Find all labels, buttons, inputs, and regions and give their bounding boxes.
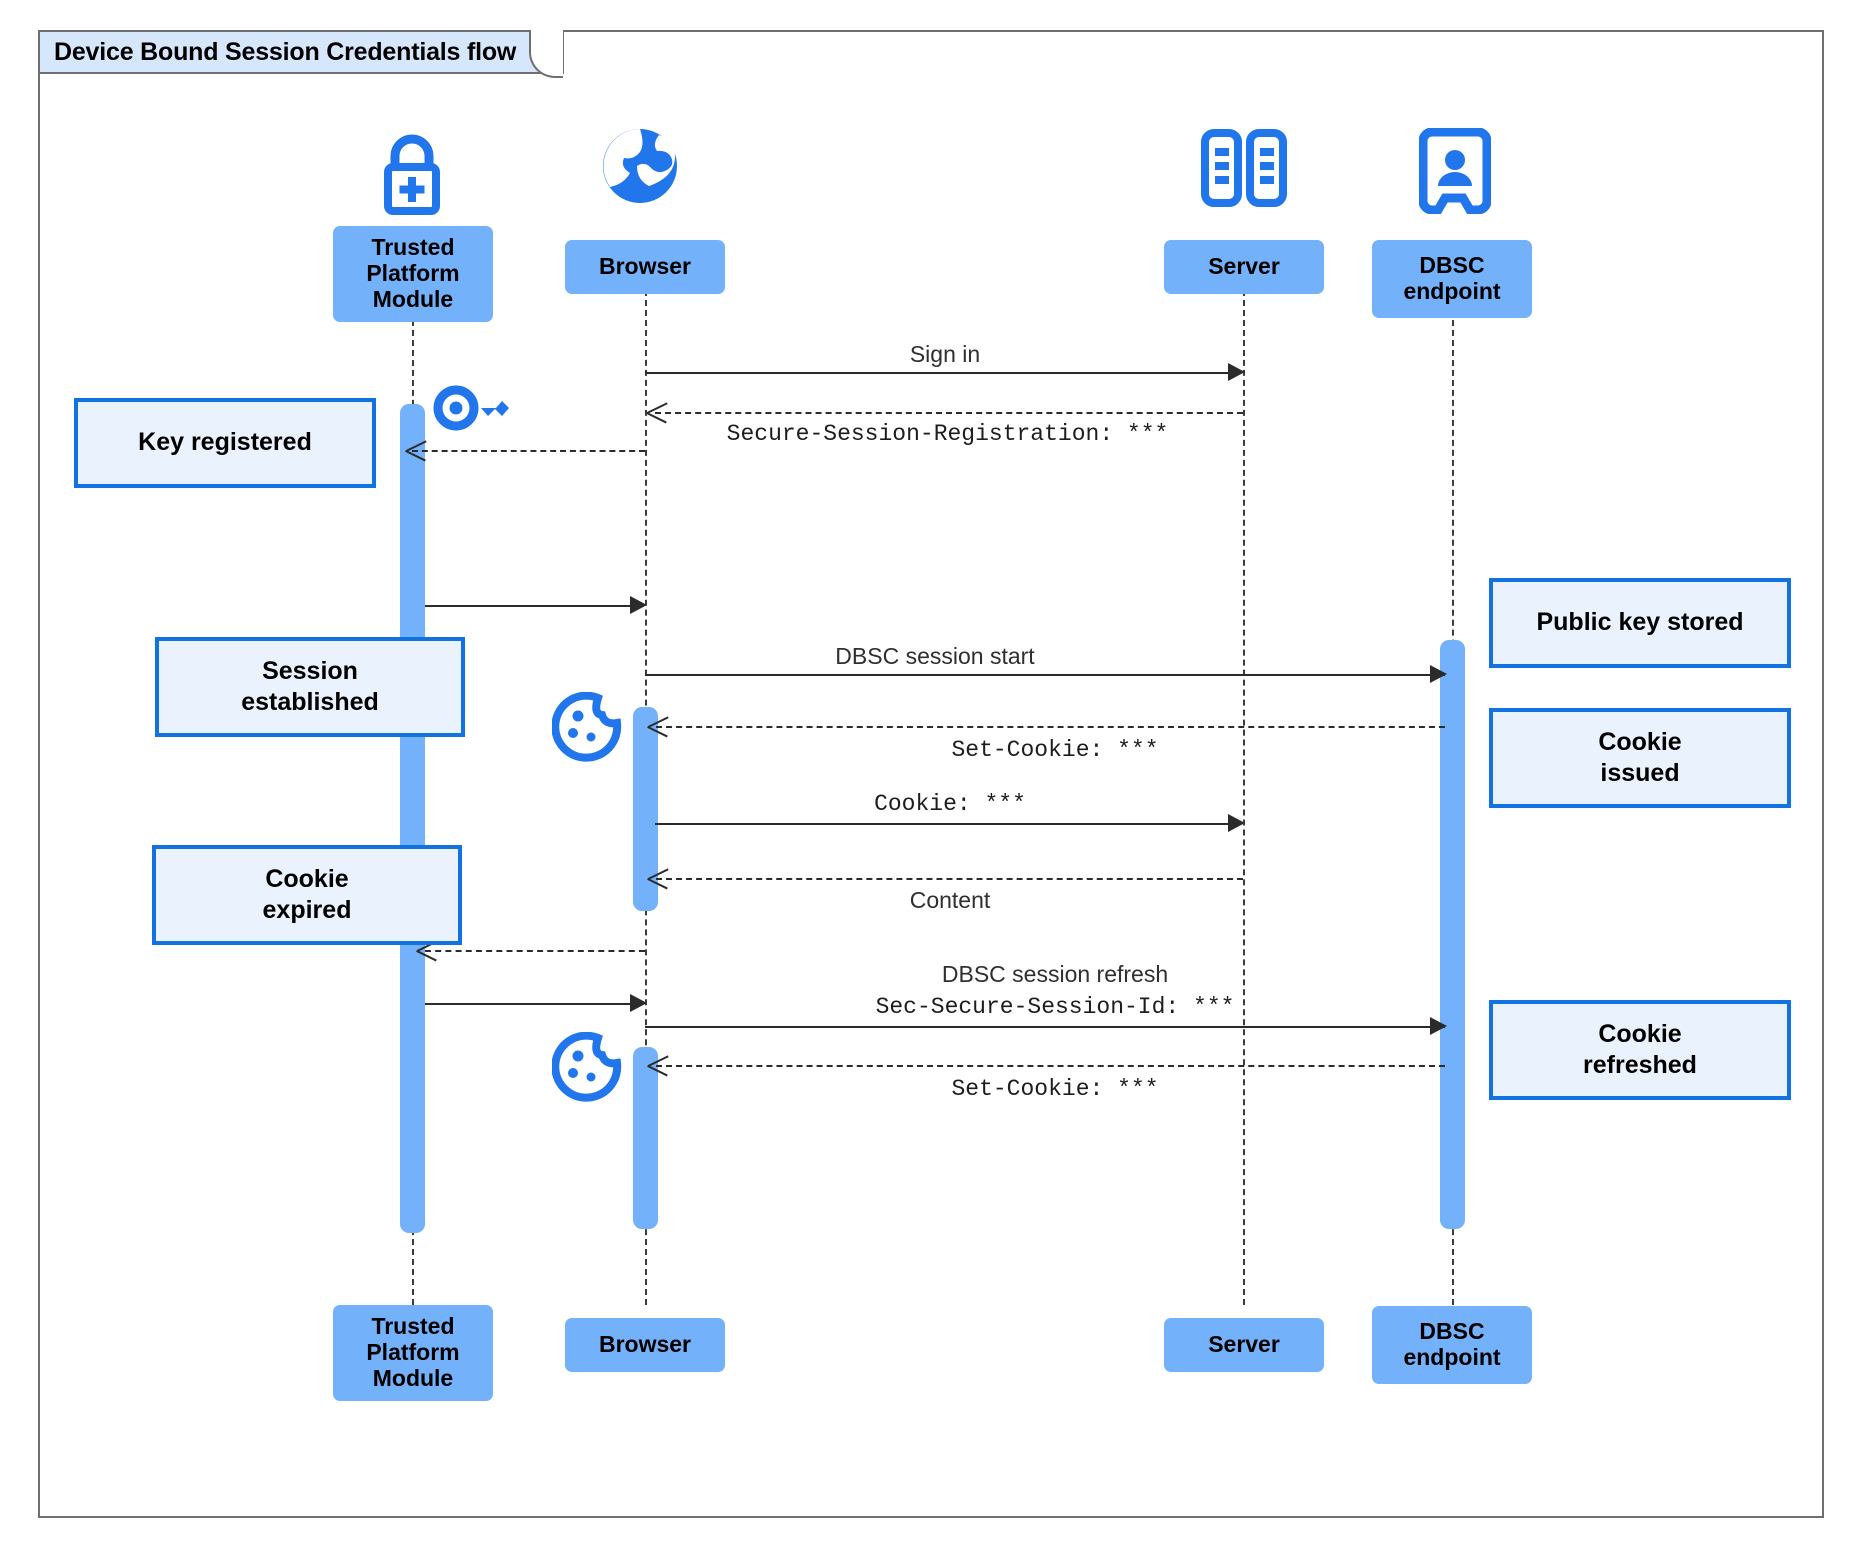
diagram-title-tab: Device Bound Session Credentials flow	[38, 30, 565, 78]
message-arrowhead-set-cookie-1	[648, 716, 667, 736]
message-label-cookie: Cookie: ***	[874, 791, 1026, 817]
padlock-plus-icon	[368, 128, 456, 216]
participant-tpm-line2: Platform	[366, 260, 460, 287]
participant-server-label: Server	[1208, 253, 1280, 280]
participant-dbsc-bottom-line1: DBSC	[1419, 1318, 1485, 1345]
message-arrowhead-register-key-to-tpm	[406, 440, 425, 460]
note-cookie-refreshed-line2: refreshed	[1583, 1051, 1697, 1079]
note-session-established-line2: established	[241, 688, 379, 716]
message-arrowhead-content	[648, 868, 667, 888]
server-rack-icon	[1198, 128, 1290, 208]
participant-browser-bottom-label: Browser	[598, 1331, 692, 1358]
note-cookie-expired: Cookie expired	[152, 845, 462, 945]
globe-icon	[598, 124, 682, 208]
activation-tpm	[400, 404, 425, 1233]
message-arrowhead-cookie	[1228, 814, 1245, 832]
note-cookie-refreshed: Cookie refreshed	[1489, 1000, 1791, 1100]
cookie-icon	[551, 1031, 622, 1102]
note-cookie-expired-line2: expired	[262, 896, 352, 924]
activation-dbsc-1	[1440, 640, 1465, 1229]
message-label-sign-in: Sign in	[909, 341, 981, 367]
message-line-dbsc-session-start	[645, 674, 1445, 676]
message-arrowhead-dbsc-session-refresh	[1430, 1017, 1447, 1035]
message-line-cookie	[655, 823, 1237, 825]
message-label-set-cookie-2: Set-Cookie: ***	[951, 1076, 1159, 1102]
message-arrowhead-set-cookie-2	[648, 1055, 667, 1075]
participant-tpm-bottom-line2: Platform	[366, 1339, 460, 1366]
message-line-set-cookie-1	[656, 726, 1445, 728]
note-session-established: Session established	[155, 637, 465, 737]
message-line-tpm-to-browser-refresh	[425, 1003, 637, 1005]
note-public-key-stored-text: Public key stored	[1536, 608, 1744, 637]
title-tab-notch	[529, 30, 564, 78]
participant-server-top[interactable]: Server	[1164, 240, 1324, 294]
message-arrowhead-tpm-to-browser-key	[630, 596, 647, 614]
message-line-dbsc-session-refresh	[645, 1026, 1445, 1028]
note-key-registered: Key registered	[74, 398, 376, 488]
key-icon	[432, 380, 516, 436]
message-line-content	[656, 878, 1243, 880]
participant-tpm-bottom[interactable]: Trusted Platform Module	[333, 1305, 493, 1401]
message-label-dbsc-session-start: DBSC session start	[835, 643, 1035, 669]
participant-tpm-top[interactable]: Trusted Platform Module	[333, 226, 493, 322]
participant-tpm-bottom-line1: Trusted	[371, 1313, 455, 1340]
cookie-icon	[551, 691, 622, 762]
message-line-register-key-to-tpm	[412, 450, 645, 452]
participant-browser-bottom[interactable]: Browser	[565, 1318, 725, 1372]
note-cookie-issued-line1: Cookie	[1598, 727, 1682, 756]
participant-browser-top[interactable]: Browser	[565, 240, 725, 294]
participant-server-bottom-label: Server	[1208, 1331, 1280, 1358]
participant-server-bottom[interactable]: Server	[1164, 1318, 1324, 1372]
participant-dbsc-line1: DBSC	[1419, 252, 1485, 279]
id-badge-icon	[1418, 127, 1492, 215]
participant-tpm-line1: Trusted	[371, 234, 455, 261]
lifeline-server	[1243, 290, 1245, 1305]
message-arrowhead-tpm-to-browser-refresh	[630, 994, 647, 1012]
note-cookie-refreshed-line1: Cookie	[1598, 1019, 1682, 1048]
message-label-set-cookie-1: Set-Cookie: ***	[951, 737, 1159, 763]
note-key-registered-text: Key registered	[138, 428, 312, 457]
activation-browser-2	[633, 1047, 658, 1229]
participant-dbsc-bottom-line2: endpoint	[1403, 1344, 1501, 1370]
message-label-sec-secure-session-id: Sec-Secure-Session-Id: ***	[875, 994, 1235, 1020]
message-label-content: Content	[909, 887, 991, 913]
message-line-sign-in	[645, 372, 1237, 374]
note-cookie-issued: Cookie issued	[1489, 708, 1791, 808]
note-cookie-expired-line1: Cookie	[265, 864, 349, 893]
participant-dbsc-top[interactable]: DBSC endpoint	[1372, 240, 1532, 318]
note-public-key-stored: Public key stored	[1489, 578, 1791, 668]
message-label-secure-session-registration: Secure-Session-Registration: ***	[726, 421, 1169, 447]
participant-tpm-line3: Module	[372, 285, 454, 312]
participant-dbsc-bottom[interactable]: DBSC endpoint	[1372, 1306, 1532, 1384]
note-cookie-issued-line2: issued	[1600, 759, 1680, 787]
message-arrowhead-dbsc-session-start	[1430, 665, 1447, 683]
page-title: Device Bound Session Credentials flow	[54, 37, 517, 66]
message-line-set-cookie-2	[656, 1065, 1445, 1067]
participant-browser-label: Browser	[598, 253, 692, 280]
message-line-tpm-to-browser-key	[425, 605, 637, 607]
note-session-established-line1: Session	[262, 656, 358, 685]
participant-tpm-bottom-line3: Module	[372, 1364, 454, 1391]
message-line-secure-session-registration	[655, 412, 1243, 414]
message-line-browser-to-tpm-expired	[425, 950, 645, 952]
message-label-dbsc-session-refresh: DBSC session refresh	[941, 961, 1169, 987]
message-arrowhead-secure-session-registration	[647, 402, 666, 422]
participant-dbsc-line2: endpoint	[1403, 278, 1501, 304]
message-arrowhead-sign-in	[1228, 363, 1245, 381]
